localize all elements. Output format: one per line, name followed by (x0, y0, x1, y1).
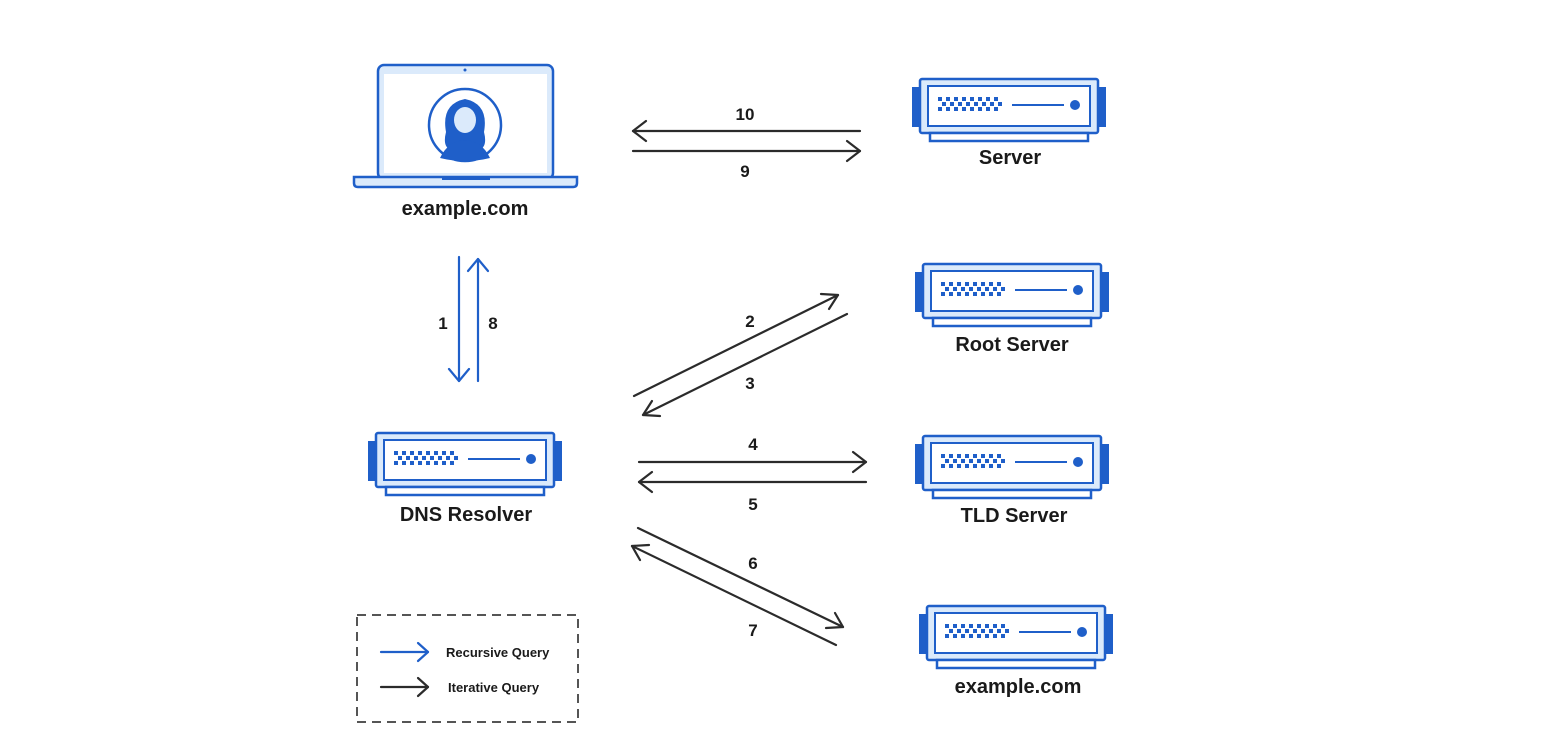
tld-server-label: TLD Server (961, 505, 1068, 527)
authoritative-server-icon (917, 604, 1115, 670)
step-number-8: 8 (488, 314, 497, 333)
step-number-1: 1 (438, 314, 447, 333)
step-number-10: 10 (736, 105, 755, 124)
arrow-step-3 (641, 312, 849, 418)
root-server-icon (913, 262, 1111, 328)
authoritative-server-label: example.com (955, 676, 1082, 698)
dns-resolver-icon (366, 431, 564, 497)
iterative-query-arrow-icon (379, 676, 430, 698)
step-number-7: 7 (748, 621, 757, 640)
step-number-4: 4 (748, 435, 758, 454)
dns-resolver-label: DNS Resolver (400, 504, 532, 526)
user-avatar-icon (427, 87, 503, 163)
step-number-2: 2 (745, 312, 754, 331)
arrow-step-9 (631, 139, 862, 163)
arrow-step-4 (637, 450, 868, 474)
arrow-step-10 (631, 119, 862, 143)
step-number-9: 9 (740, 162, 749, 181)
server-icon (910, 77, 1108, 143)
client-label: example.com (402, 198, 529, 220)
legend-iterative-label: Iterative Query (448, 680, 540, 695)
legend: Recursive Query Iterative Query (356, 614, 579, 723)
step-number-5: 5 (748, 495, 757, 514)
recursive-query-arrow-icon (379, 641, 430, 663)
step-number-6: 6 (748, 554, 757, 573)
arrow-step-8 (466, 257, 490, 383)
server-label: Server (979, 147, 1041, 169)
arrow-step-7 (630, 543, 838, 647)
tld-server-icon (913, 434, 1111, 500)
arrow-step-5 (637, 470, 868, 494)
arrow-step-1 (447, 255, 471, 383)
step-number-3: 3 (745, 374, 754, 393)
legend-recursive-label: Recursive Query (446, 645, 550, 660)
laptop-icon (352, 63, 579, 189)
arrow-step-6 (636, 526, 845, 630)
root-server-label: Root Server (955, 334, 1069, 356)
arrow-step-2 (632, 292, 840, 398)
